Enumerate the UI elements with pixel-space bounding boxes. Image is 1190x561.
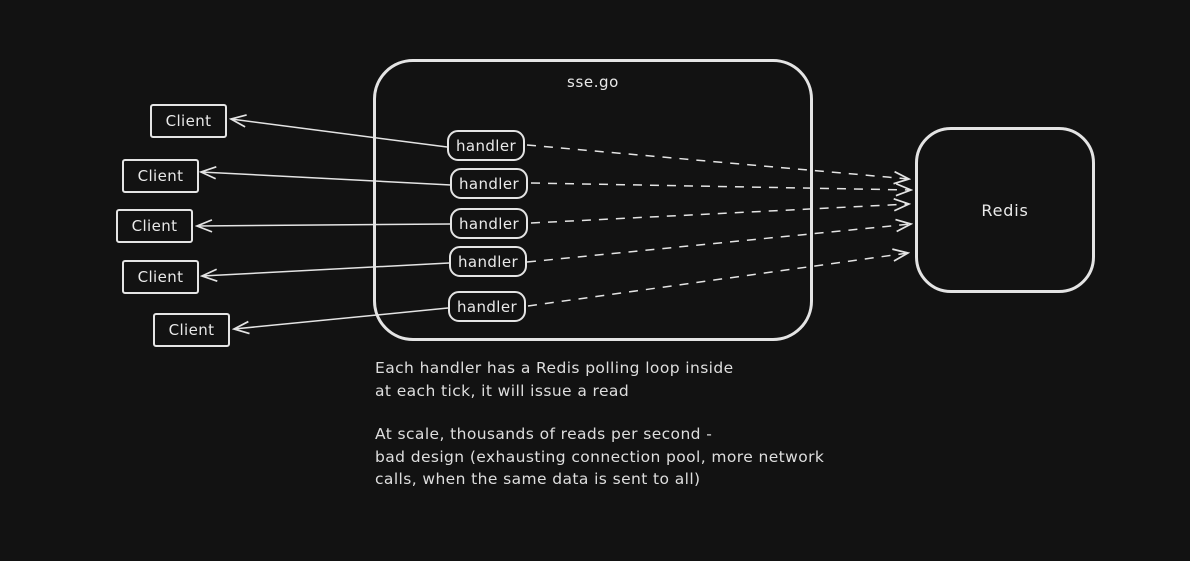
client-label: Client <box>165 112 212 130</box>
redis-arrow-2 <box>530 182 911 190</box>
redis-box: Redis <box>915 127 1095 293</box>
client-arrow-3 <box>197 224 452 226</box>
handler-box-4: handler <box>449 246 527 277</box>
client-box-5: Client <box>153 313 230 347</box>
redis-arrow-4 <box>526 224 911 263</box>
handler-label: handler <box>456 297 518 316</box>
client-label: Client <box>131 217 178 235</box>
client-arrow-4 <box>202 262 450 276</box>
handler-label: handler <box>458 214 520 233</box>
handler-label: handler <box>457 252 519 271</box>
handler-box-2: handler <box>450 168 528 199</box>
handler-box-1: handler <box>447 130 525 161</box>
redis-arrow-5 <box>527 253 908 307</box>
handler-box-3: handler <box>450 208 528 239</box>
client-box-2: Client <box>122 159 199 193</box>
client-box-3: Client <box>116 209 193 243</box>
note-polling-loop: Each handler has a Redis polling loop in… <box>375 359 734 400</box>
redis-arrow-3 <box>530 204 909 224</box>
handler-label: handler <box>455 136 517 155</box>
redis-label: Redis <box>981 200 1029 220</box>
note-at-scale: At scale, thousands of reads per second … <box>375 425 825 488</box>
client-arrow-2 <box>201 172 452 186</box>
client-label: Client <box>137 167 184 185</box>
client-label: Client <box>168 321 215 339</box>
sse-container-title: sse.go <box>567 73 619 91</box>
sse-container-box: sse.go handler handler handler handler h… <box>373 59 813 341</box>
client-label: Client <box>137 268 184 286</box>
client-arrow-1 <box>231 119 448 148</box>
redis-arrow-1 <box>526 144 909 179</box>
client-box-4: Client <box>122 260 199 294</box>
client-box-1: Client <box>150 104 227 138</box>
handler-box-5: handler <box>448 291 526 322</box>
handler-label: handler <box>458 174 520 193</box>
